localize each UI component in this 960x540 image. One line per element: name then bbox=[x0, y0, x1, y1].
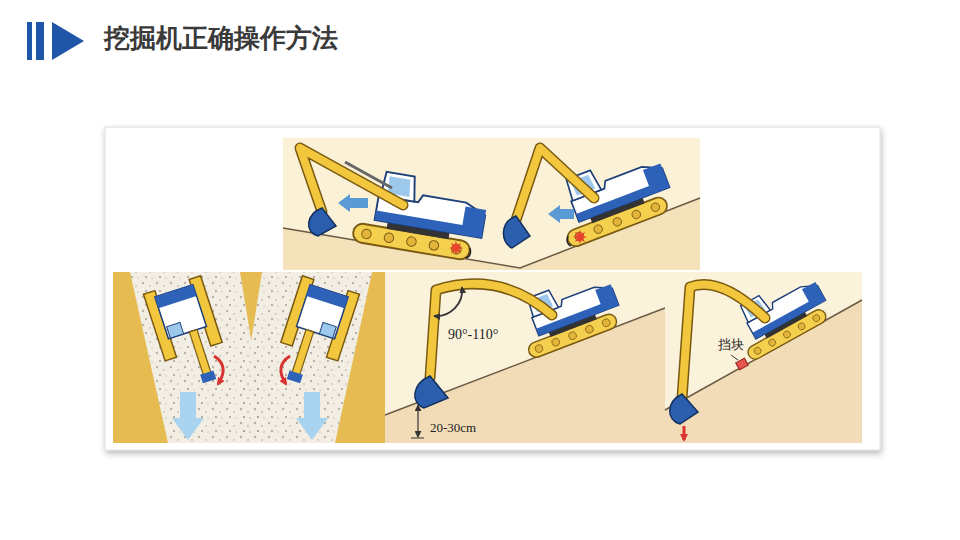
counterweight bbox=[155, 285, 197, 309]
depth-label: 20-30cm bbox=[428, 420, 478, 436]
direction-arrow bbox=[548, 205, 574, 223]
boom bbox=[682, 284, 765, 398]
bucket bbox=[670, 394, 698, 424]
label-holder: 挡块 bbox=[716, 335, 746, 353]
part-name: 挡块 bbox=[716, 337, 746, 353]
cab bbox=[167, 322, 184, 338]
arm bbox=[189, 330, 211, 376]
boom bbox=[430, 284, 552, 378]
flow-arrow bbox=[296, 392, 328, 440]
angle-label: 90°-110° bbox=[446, 327, 500, 344]
label-holder: 20-30cm bbox=[428, 418, 478, 436]
body bbox=[155, 285, 207, 339]
bucket bbox=[200, 370, 216, 383]
panel-ground bbox=[665, 272, 862, 443]
swing-arrow bbox=[214, 356, 223, 384]
stop-block-panel bbox=[665, 268, 862, 443]
label-holder: 90°-110° bbox=[446, 325, 500, 344]
swing-arrow bbox=[281, 356, 290, 384]
slope-travel-panel bbox=[283, 138, 700, 270]
angle-arc bbox=[434, 287, 462, 316]
slide-title: 挖掘机正确操作方法 bbox=[104, 22, 338, 56]
flow-arrow bbox=[172, 392, 204, 440]
bucket bbox=[309, 208, 336, 236]
panel-ground bbox=[283, 138, 700, 270]
depth-dimension bbox=[417, 405, 418, 437]
trench-panel bbox=[113, 272, 385, 443]
title-triangle bbox=[52, 22, 84, 60]
title-bar bbox=[27, 22, 32, 60]
angle-panel bbox=[385, 269, 665, 443]
panel-ground bbox=[385, 272, 665, 443]
boom-outline bbox=[682, 284, 765, 398]
title-holder: 挖掘机正确操作方法 bbox=[104, 22, 338, 56]
cylinder bbox=[345, 162, 392, 188]
picture-frame bbox=[105, 127, 880, 450]
sprocket-mark bbox=[449, 241, 463, 255]
bucket bbox=[287, 370, 303, 383]
rotation-mark bbox=[466, 248, 471, 258]
boom bbox=[300, 148, 403, 212]
direction-arrow bbox=[338, 194, 368, 212]
down-arrow bbox=[683, 426, 686, 440]
bucket bbox=[415, 376, 448, 408]
title-bar bbox=[36, 22, 44, 60]
leader-line bbox=[731, 355, 738, 360]
sprocket-mark bbox=[573, 230, 587, 244]
panel-ground bbox=[113, 272, 385, 443]
trench-texture bbox=[235, 272, 372, 443]
cab bbox=[319, 322, 336, 338]
counterweight bbox=[306, 285, 348, 309]
boom-outline bbox=[430, 284, 552, 378]
excavator bbox=[547, 146, 677, 249]
arm bbox=[292, 330, 314, 376]
excavator-top-view bbox=[271, 276, 360, 392]
excavator-top-view bbox=[143, 276, 232, 392]
rotation-mark bbox=[567, 236, 571, 246]
body bbox=[297, 285, 349, 339]
boom-outline bbox=[300, 148, 403, 212]
trench bbox=[235, 272, 372, 443]
bucket bbox=[503, 216, 530, 248]
excavator bbox=[511, 269, 626, 360]
dimension-tick bbox=[411, 438, 424, 439]
